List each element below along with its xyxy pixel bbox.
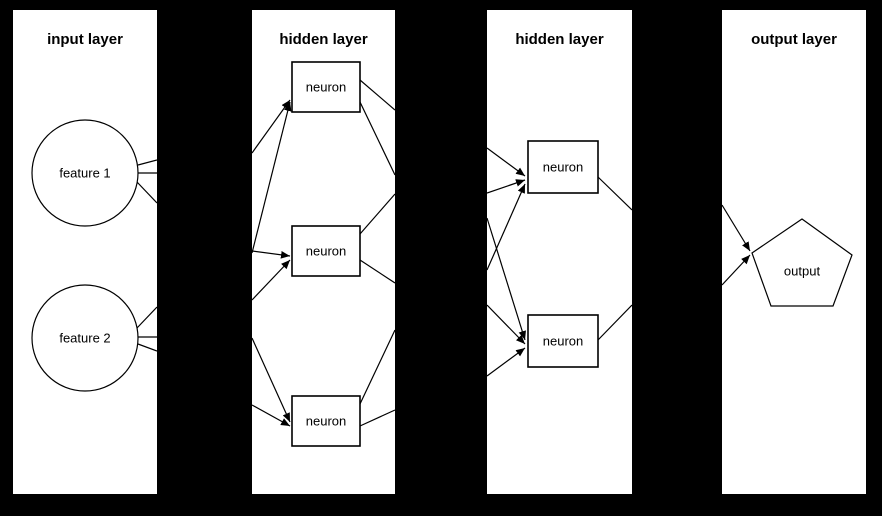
panel-title-input-layer: input layer — [47, 31, 123, 48]
hidden-layer-1-graphics: neuron neuron neuron — [252, 61, 395, 447]
panel-output-layer: output layer output — [722, 10, 866, 494]
node-output[interactable]: output — [751, 218, 853, 307]
input-layer-graphics: feature 1 feature 2 — [31, 119, 157, 392]
node-hidden1-neuron-1[interactable]: neuron — [291, 61, 361, 113]
panel-hidden-layer-2: hidden layer — [487, 10, 632, 494]
node-label-hidden1-neuron-2: neuron — [306, 243, 346, 258]
node-label-hidden2-neuron-2: neuron — [543, 333, 583, 348]
node-feature-1[interactable]: feature 1 — [31, 119, 139, 227]
panel-hidden-layer-1: hidden layer — [252, 10, 395, 494]
panel-input-layer: input layer feature 1 featu — [13, 10, 157, 494]
output-layer-graphics: output — [722, 204, 853, 307]
node-label-feature-1: feature 1 — [59, 165, 110, 180]
edges-into-hidden2-neuron-2 — [487, 217, 526, 377]
node-hidden2-neuron-1[interactable]: neuron — [527, 140, 599, 194]
edges-into-hidden2-neuron-1 — [487, 147, 526, 271]
node-hidden1-neuron-2[interactable]: neuron — [291, 225, 361, 277]
node-label-hidden1-neuron-3: neuron — [306, 413, 346, 428]
node-feature-2[interactable]: feature 2 — [31, 284, 139, 392]
node-label-output: output — [784, 263, 821, 278]
edges-into-hidden1-neuron-2 — [252, 250, 291, 301]
edges-into-hidden1-neuron-1 — [252, 99, 292, 254]
node-label-hidden2-neuron-1: neuron — [543, 159, 583, 174]
node-hidden2-neuron-2[interactable]: neuron — [527, 314, 599, 368]
edges-from-feature-1 — [136, 159, 157, 204]
edges-into-output-node — [722, 204, 751, 286]
panel-title-hidden-layer-1: hidden layer — [279, 31, 368, 48]
node-hidden1-neuron-3[interactable]: neuron — [291, 395, 361, 447]
edges-into-hidden1-neuron-3 — [252, 337, 291, 427]
panel-title-output-layer: output layer — [751, 31, 837, 48]
edges-out-of-hidden-layer-1 — [359, 79, 395, 427]
node-label-feature-2: feature 2 — [59, 330, 110, 345]
edges-out-of-hidden-layer-2 — [597, 176, 632, 341]
panel-title-hidden-layer-2: hidden layer — [515, 31, 604, 48]
hidden-layer-2-graphics: neuron neuron — [487, 140, 632, 377]
node-label-hidden1-neuron-1: neuron — [306, 79, 346, 94]
edges-from-feature-2 — [136, 306, 157, 352]
